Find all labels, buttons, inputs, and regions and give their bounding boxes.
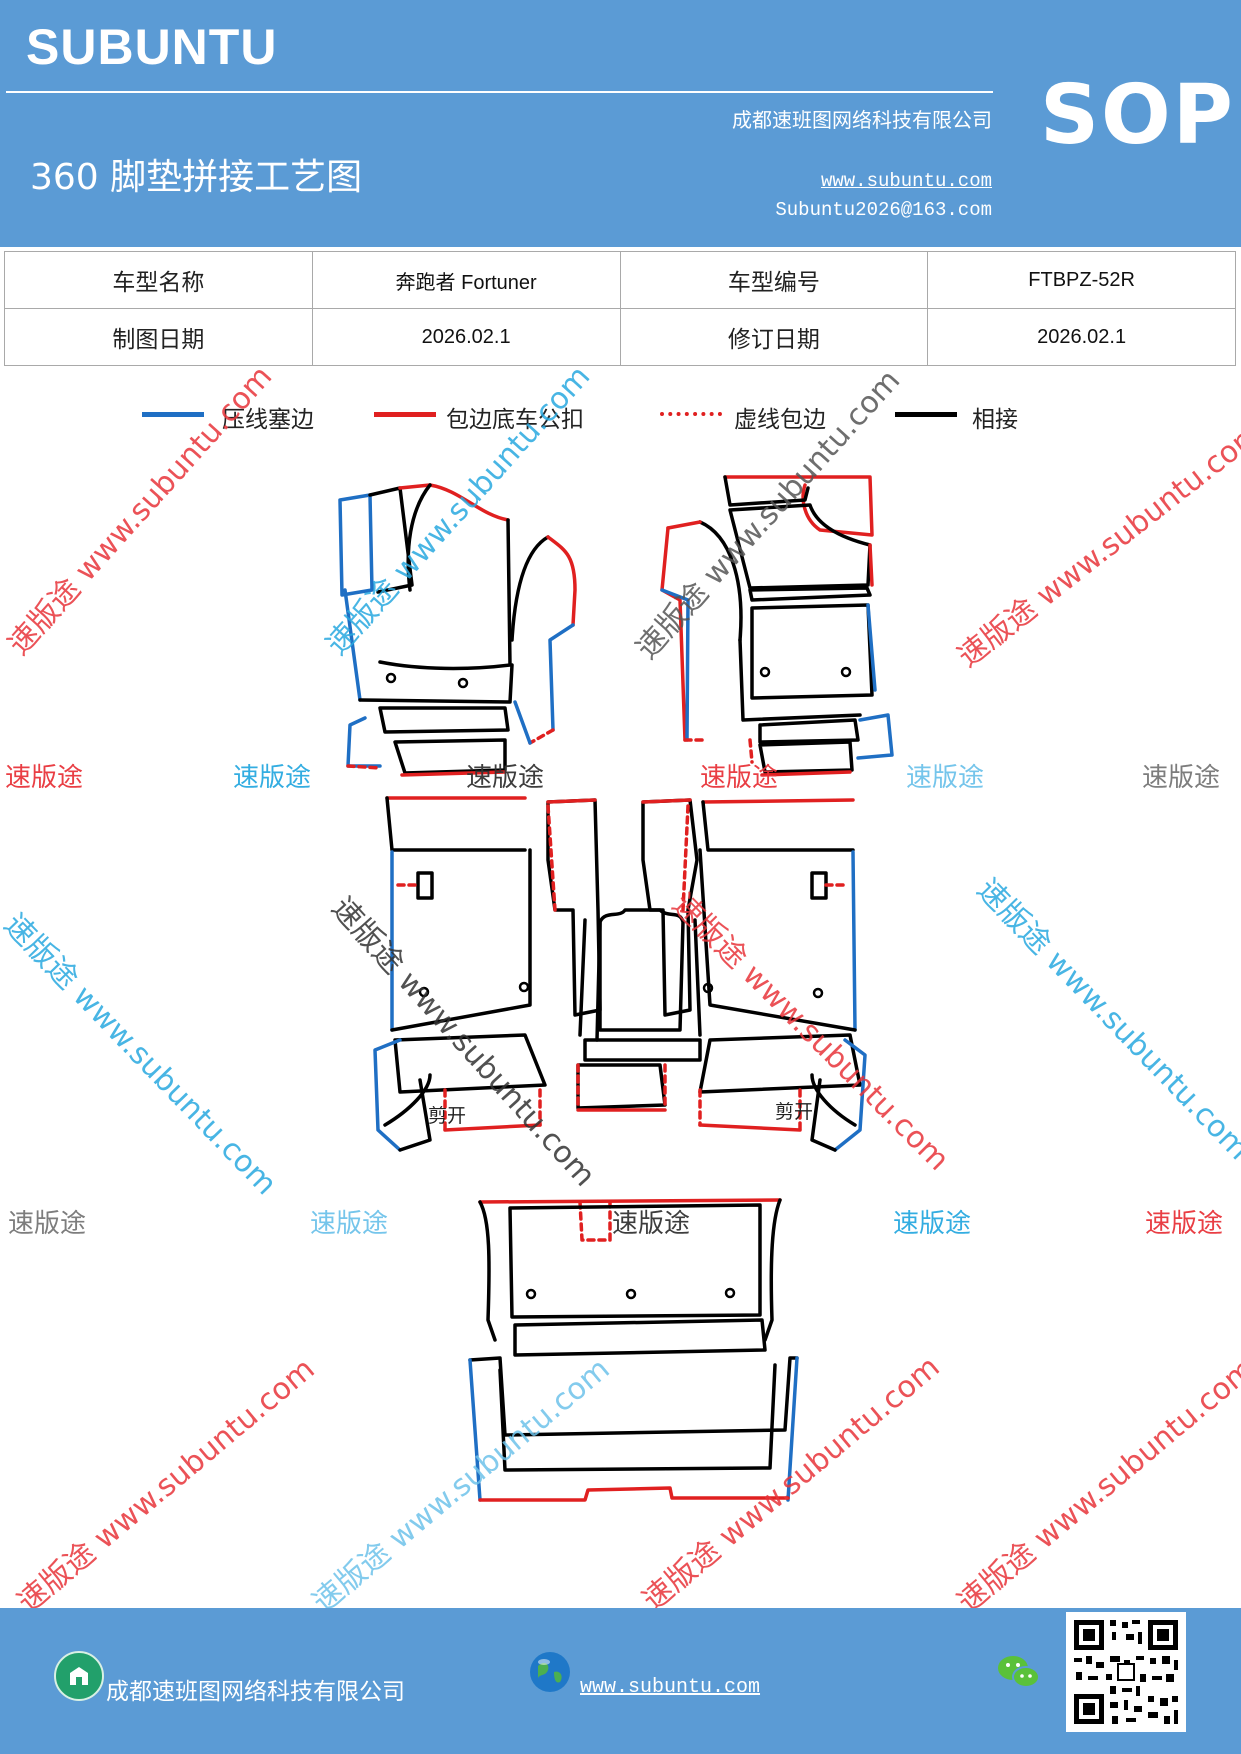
model-code-value: FTBPZ-52R [927, 251, 1236, 309]
legend-swatch-red-dashed [660, 412, 722, 416]
revision-date-value: 2026.02.1 [927, 308, 1236, 366]
model-code-label: 车型编号 [619, 251, 929, 309]
mat-pattern-diagram: 剪开 剪开 [338, 475, 894, 1502]
front-right-mat [660, 475, 894, 777]
second-row-left-mat [373, 796, 602, 1152]
watermark: 速版途 [8, 1209, 87, 1239]
header-banner [0, 0, 1241, 247]
watermark: 速版途 [310, 1209, 389, 1239]
watermark: 速版途 [906, 763, 985, 793]
wechat-icon [996, 1653, 1042, 1693]
legend-label: 相接 [972, 407, 1018, 433]
model-name-label: 车型名称 [4, 251, 313, 309]
sop-badge: SOP [1040, 68, 1235, 163]
center-tunnel-mat [576, 908, 702, 1112]
qr-code [1066, 1612, 1186, 1732]
front-left-mat [338, 483, 577, 777]
building-icon [54, 1651, 104, 1701]
table-row: 制图日期 2026.02.1 修订日期 2026.02.1 [4, 308, 1236, 366]
page-title: 360 脚垫拼接工艺图 [30, 157, 363, 198]
vehicle-info-table: 车型名称 奔跑者 Fortuner 车型编号 FTBPZ-52R 制图日期 20… [4, 251, 1236, 366]
legend-swatch-blue [142, 412, 204, 417]
legend-swatch-red [374, 412, 436, 417]
footer-website-link[interactable]: www.subuntu.com [580, 1676, 761, 1699]
watermark: 速版途 [893, 1209, 972, 1239]
header-divider [6, 91, 993, 93]
second-row-right-mat [641, 798, 867, 1152]
legend-swatch-black [895, 412, 957, 417]
website-link[interactable]: www.subuntu.com [820, 170, 992, 192]
cut-label-right: 剪开 [775, 1101, 813, 1123]
watermark: 速版途 [612, 1209, 691, 1239]
model-name-value: 奔跑者 Fortuner [311, 251, 621, 309]
watermark: 速版途 [1142, 763, 1221, 793]
watermark: 速版途 [1145, 1209, 1224, 1239]
watermark: 速版途 [233, 763, 312, 793]
legend-label: 虚线包边 [734, 407, 826, 433]
company-name: 成都速班图网络科技有限公司 [732, 108, 992, 132]
watermark: 速版途 [700, 763, 779, 793]
legend: 压线塞边 包边底车公扣 虚线包边 相接 [0, 395, 1241, 435]
draw-date-value: 2026.02.1 [311, 308, 621, 366]
trunk-mat [468, 1198, 799, 1502]
draw-date-label: 制图日期 [4, 308, 313, 366]
cut-label-left: 剪开 [428, 1105, 466, 1127]
table-row: 车型名称 奔跑者 Fortuner 车型编号 FTBPZ-52R [4, 251, 1236, 309]
brand-logo: SUBUNTU [26, 19, 278, 75]
watermark: 速版途 [466, 763, 545, 793]
contact-email[interactable]: Subuntu2026@163.com [775, 199, 992, 221]
globe-icon [528, 1650, 572, 1694]
watermark: 速版途 [5, 763, 84, 793]
revision-date-label: 修订日期 [619, 308, 929, 366]
legend-label: 压线塞边 [222, 407, 314, 433]
footer-company-name: 成都速班图网络科技有限公司 [106, 1679, 405, 1705]
legend-label: 包边底车公扣 [446, 407, 584, 433]
